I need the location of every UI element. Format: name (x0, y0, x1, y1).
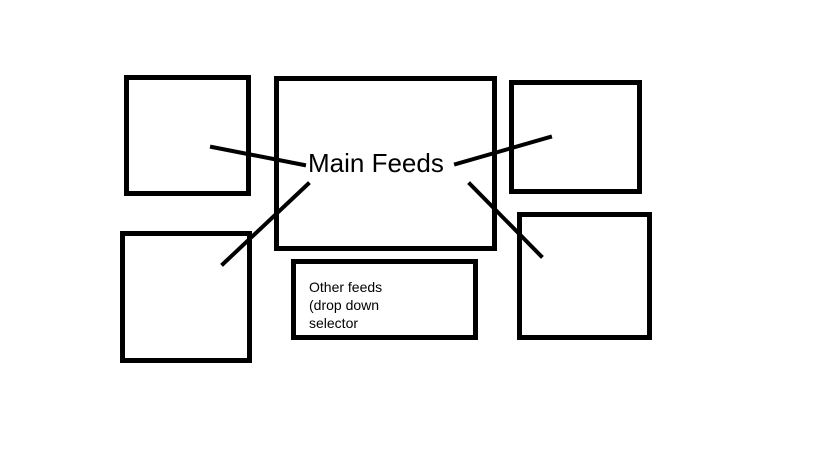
feed-box-top-right (509, 80, 642, 194)
other-feeds-line-1: Other feeds (309, 279, 383, 295)
other-feeds-dropdown-box[interactable] (291, 259, 478, 340)
main-feeds-label: Main Feeds (308, 148, 444, 178)
feed-box-bottom-right (517, 212, 652, 340)
other-feeds-label: Other feeds (drop down selector (309, 278, 469, 332)
feed-box-top-left (124, 75, 251, 196)
other-feeds-line-3: selector (309, 315, 359, 331)
other-feeds-line-2: (drop down (309, 297, 380, 313)
feed-box-bottom-left (120, 231, 252, 363)
